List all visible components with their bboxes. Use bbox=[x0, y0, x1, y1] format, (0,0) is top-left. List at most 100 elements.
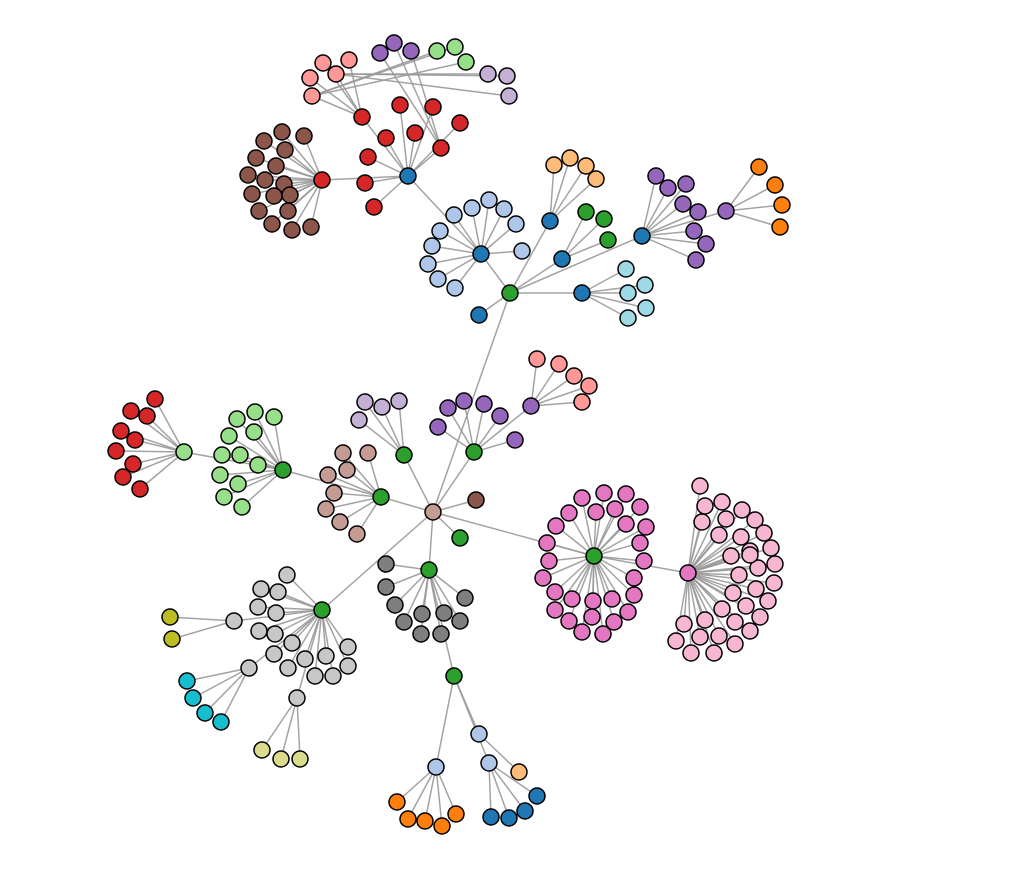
red-node[interactable] bbox=[114, 468, 132, 486]
purple-node[interactable] bbox=[491, 407, 509, 425]
light-gray-node[interactable] bbox=[240, 659, 258, 677]
brown-node[interactable] bbox=[279, 202, 297, 220]
light-pink-node[interactable] bbox=[691, 628, 709, 646]
pink-node[interactable] bbox=[573, 489, 591, 507]
brown-node[interactable] bbox=[295, 127, 313, 145]
red-node[interactable] bbox=[146, 390, 164, 408]
light-pink-node[interactable] bbox=[749, 559, 767, 577]
pink-node[interactable] bbox=[617, 515, 635, 533]
green-hub-node[interactable] bbox=[501, 284, 519, 302]
light-purple-node[interactable] bbox=[373, 398, 391, 416]
red-node[interactable] bbox=[391, 96, 409, 114]
light-red-node[interactable] bbox=[314, 54, 332, 72]
light-olive-node[interactable] bbox=[272, 750, 290, 768]
pink-node[interactable] bbox=[603, 590, 621, 608]
light-cyan-node[interactable] bbox=[619, 309, 637, 327]
pink-node[interactable] bbox=[594, 625, 612, 643]
pink-node[interactable] bbox=[619, 603, 637, 621]
cyan-node[interactable] bbox=[178, 672, 196, 690]
light-pink-node[interactable] bbox=[746, 511, 764, 529]
gray-node[interactable] bbox=[377, 578, 395, 596]
blue-node[interactable] bbox=[573, 284, 591, 302]
gray-node[interactable] bbox=[377, 555, 395, 573]
pink-node[interactable] bbox=[538, 534, 556, 552]
blue-node[interactable] bbox=[528, 787, 546, 805]
light-gray-node[interactable] bbox=[339, 657, 357, 675]
light-gray-node[interactable] bbox=[288, 689, 306, 707]
purple-node[interactable] bbox=[439, 399, 457, 417]
light-brown-node[interactable] bbox=[331, 513, 349, 531]
light-cyan-node[interactable] bbox=[619, 284, 637, 302]
purple-node[interactable] bbox=[522, 397, 540, 415]
orange-node[interactable] bbox=[433, 817, 451, 835]
light-pink-node[interactable] bbox=[726, 613, 744, 631]
purple-node[interactable] bbox=[475, 395, 493, 413]
purple-node[interactable] bbox=[677, 175, 695, 193]
light-blue-node[interactable] bbox=[513, 242, 531, 260]
light-pink-node[interactable] bbox=[710, 627, 728, 645]
purple-node[interactable] bbox=[402, 42, 420, 60]
light-pink-node[interactable] bbox=[675, 615, 693, 633]
light-red-node[interactable] bbox=[301, 69, 319, 87]
light-pink-node[interactable] bbox=[732, 528, 750, 546]
light-green-node[interactable] bbox=[229, 475, 247, 493]
red-node[interactable] bbox=[138, 407, 156, 425]
green-hub-node[interactable] bbox=[274, 461, 292, 479]
light-orange-node[interactable] bbox=[510, 763, 528, 781]
light-red-node[interactable] bbox=[580, 377, 598, 395]
light-brown-node[interactable] bbox=[325, 484, 343, 502]
light-green-node[interactable] bbox=[265, 408, 283, 426]
light-blue-node[interactable] bbox=[446, 279, 464, 297]
light-gray-node[interactable] bbox=[249, 598, 267, 616]
pink-node[interactable] bbox=[617, 485, 635, 503]
pink-node[interactable] bbox=[625, 569, 643, 587]
green-node[interactable] bbox=[451, 529, 469, 547]
light-olive-node[interactable] bbox=[291, 750, 309, 768]
red-node[interactable] bbox=[365, 198, 383, 216]
pink-node[interactable] bbox=[560, 612, 578, 630]
light-red-node[interactable] bbox=[303, 87, 321, 105]
light-brown-node[interactable] bbox=[359, 444, 377, 462]
light-gray-node[interactable] bbox=[283, 634, 301, 652]
pink-node[interactable] bbox=[534, 569, 552, 587]
purple-node[interactable] bbox=[717, 202, 735, 220]
orange-node[interactable] bbox=[399, 810, 417, 828]
light-pink-node[interactable] bbox=[710, 526, 728, 544]
gray-node[interactable] bbox=[451, 612, 469, 630]
light-olive-node[interactable] bbox=[253, 741, 271, 759]
gray-node[interactable] bbox=[432, 625, 450, 643]
red-node[interactable] bbox=[451, 114, 469, 132]
olive-node[interactable] bbox=[163, 630, 181, 648]
red-hub-node[interactable] bbox=[313, 171, 331, 189]
light-blue-node[interactable] bbox=[470, 725, 488, 743]
light-green-node[interactable] bbox=[231, 446, 249, 464]
light-cyan-node[interactable] bbox=[637, 299, 655, 317]
pink-node[interactable] bbox=[573, 623, 591, 641]
light-blue-node[interactable] bbox=[423, 237, 441, 255]
red-node[interactable] bbox=[359, 148, 377, 166]
light-pink-node[interactable] bbox=[724, 584, 742, 602]
light-pink-node[interactable] bbox=[737, 597, 755, 615]
light-pink-node[interactable] bbox=[667, 632, 685, 650]
light-brown-node[interactable] bbox=[319, 466, 337, 484]
light-gray-node[interactable] bbox=[252, 580, 270, 598]
light-gray-node[interactable] bbox=[306, 667, 324, 685]
pink-node[interactable] bbox=[606, 500, 624, 518]
gray-node[interactable] bbox=[412, 625, 430, 643]
light-pink-node[interactable] bbox=[722, 547, 740, 565]
green-hub-node[interactable] bbox=[372, 488, 390, 506]
light-green-node[interactable] bbox=[233, 498, 251, 516]
light-pink-node[interactable] bbox=[765, 574, 783, 592]
light-pink-node[interactable] bbox=[691, 477, 709, 495]
light-gray-node[interactable] bbox=[266, 625, 284, 643]
light-purple-node[interactable] bbox=[390, 392, 408, 410]
light-red-node[interactable] bbox=[528, 350, 546, 368]
brown-node[interactable] bbox=[302, 218, 320, 236]
light-purple-node[interactable] bbox=[500, 87, 518, 105]
pink-node[interactable] bbox=[584, 592, 602, 610]
light-green-node[interactable] bbox=[428, 42, 446, 60]
light-cyan-node[interactable] bbox=[636, 276, 654, 294]
red-node[interactable] bbox=[124, 455, 142, 473]
brown-node[interactable] bbox=[263, 215, 281, 233]
light-green-node[interactable] bbox=[246, 403, 264, 421]
